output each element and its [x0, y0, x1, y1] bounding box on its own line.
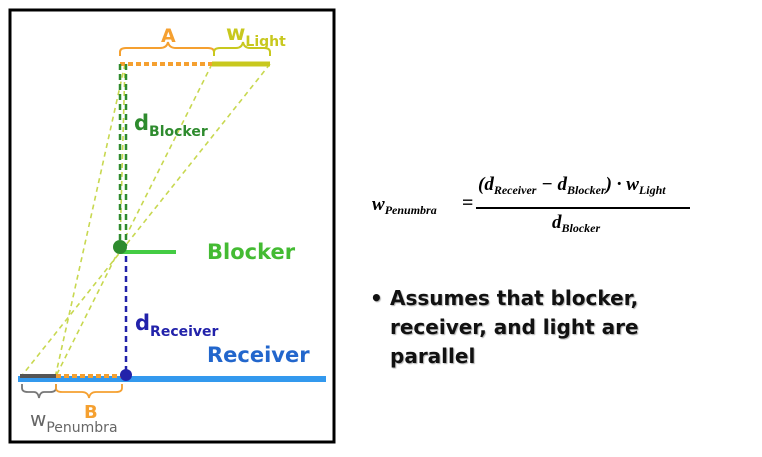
penumbra-diagram: A wLight dBlocker Blocker dReceiver Rece… — [8, 8, 336, 444]
label-b: B — [84, 402, 98, 423]
light-rays — [19, 63, 271, 379]
bullet-marker: • — [370, 286, 383, 310]
label-d-blocker: dBlocker — [134, 111, 208, 140]
label-receiver: Receiver — [207, 343, 310, 367]
b-bracket — [55, 384, 123, 399]
label-w-light: wLight — [226, 21, 286, 50]
formula-lhs: wPenumbra — [372, 194, 437, 217]
a-bracket — [119, 41, 215, 56]
bullet-text: Assumes that blocker, receiver, and ligh… — [390, 286, 639, 368]
penumbra-formula: wPenumbra = (dReceiver − dBlocker) · wLi… — [372, 172, 702, 242]
label-blocker: Blocker — [207, 240, 296, 264]
label-a: A — [161, 25, 176, 47]
w-light-bracket — [213, 41, 271, 56]
formula-fraction-bar — [476, 207, 690, 209]
diagram-frame — [8, 8, 336, 444]
label-w-penumbra: wPenumbra — [30, 407, 118, 436]
receiver-dot — [120, 369, 132, 381]
w-penumbra-bracket — [21, 384, 57, 399]
formula-numerator: (dReceiver − dBlocker) · wLight — [478, 174, 666, 197]
formula-denominator: dBlocker — [552, 212, 601, 235]
blocker-dot — [113, 240, 127, 254]
formula-equals: = — [462, 192, 474, 214]
label-d-receiver: dReceiver — [135, 311, 219, 340]
